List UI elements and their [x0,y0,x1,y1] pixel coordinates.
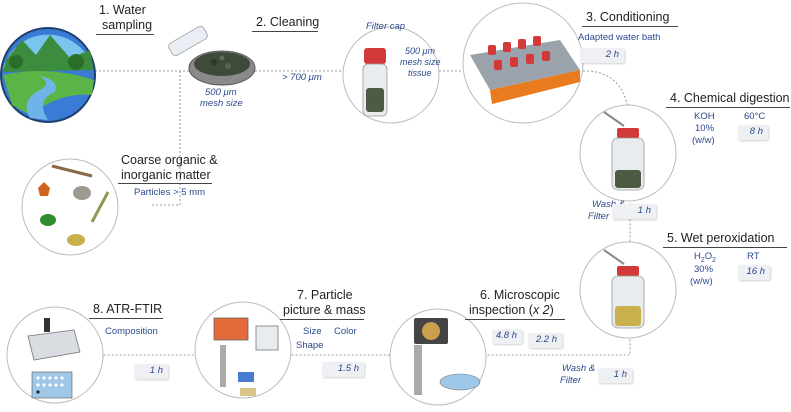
step7-underline [280,319,364,320]
step4-unit: (w/w) [692,135,715,146]
step2-size-note: > 700 μm [282,72,322,83]
step7-color-label: Color [334,326,357,337]
coarse-underline [118,183,212,184]
step4-underline [666,107,790,108]
step5-time-badge: 16 h [738,265,770,280]
step5-time: 16 h [746,266,766,277]
step3-title: 3. Conditioning [586,10,670,24]
filter-jar-illustration [342,26,440,124]
coarse-title-line2: inorganic matter [121,168,211,182]
step5-title: 5. Wet peroxidation [667,231,775,245]
filter-mesh-label: mesh size [400,57,441,67]
step3-subtitle: Adapted water bath [578,32,661,43]
water-bath-illustration [462,2,584,124]
step1-title-line1: 1. Water [99,3,146,17]
step8-time-badge: 1 h [134,364,168,379]
step8-title: 8. ATR-FTIR [93,302,163,316]
water-sampling-illustration [0,27,96,123]
step7-title-line1: 7. Particle [297,288,353,302]
step1-title-line2: sampling [102,18,153,32]
step8-underline [89,318,163,319]
wash2-label-line2: Filter [560,375,582,386]
step4-temperature: 60°C [744,111,766,122]
step3-underline [582,26,678,27]
step7-title-line2: picture & mass [283,303,366,317]
peroxidation-jar-illustration [579,241,677,339]
step5-reagent: H2O2 [694,251,717,264]
wash1-time: 1 h [637,205,651,216]
step6-underline [465,319,565,320]
step7-time-badge: 1.5 h [322,362,364,377]
sieve-illustration [168,26,256,86]
digestion-jar-illustration [579,104,677,202]
particle-imaging-illustration [194,301,292,399]
wash1-label-line2: Filter [588,211,610,222]
wash1-label-line1: Wash & [592,199,626,210]
step2-mesh-label: mesh size [200,98,243,109]
step6-time-a-badge: 4.8 h [492,329,522,344]
step5-unit: (w/w) [690,276,713,287]
step6-title-line2: inspection (x 2) [469,303,554,317]
coarse-matter-illustration [21,158,119,256]
step2-underline [252,31,318,32]
step4-reagent: KOH [694,111,715,122]
connector-path [60,70,631,356]
step3-time: 2 h [605,49,619,60]
step6-time-b-badge: 2.2 h [528,333,562,348]
step2-mesh-value: 500 μm [205,87,237,98]
step7-time: 1.5 h [337,363,359,374]
filter-cap-label: Filter cap [366,21,406,32]
step6-time-a: 4.8 h [495,330,517,341]
filter-tissue-label: tissue [408,68,432,78]
step8-time: 1 h [149,365,163,376]
step5-concentration: 30% [694,264,714,275]
step6-title-line1: 6. Microscopic [480,288,560,302]
step5-underline [663,247,787,248]
coarse-subtitle: Particles > 5 mm [134,187,206,198]
wash2-time-badge: 1 h [598,368,632,383]
wash2-label-line1: Wash & [562,363,596,374]
step4-concentration: 10% [695,123,715,134]
step6-time-b: 2.2 h [535,334,557,345]
step8-subtitle: Composition [105,326,158,337]
step4-time-badge: 8 h [738,125,768,140]
step7-shape-label: Shape [296,340,324,351]
step3-time-badge: 2 h [580,48,624,63]
coarse-title-line1: Coarse organic & [121,153,218,167]
step4-title: 4. Chemical digestion [670,91,790,105]
step7-size-label: Size [303,326,322,337]
wash1-time-badge: 1 h [612,204,656,219]
step5-temperature: RT [747,251,760,262]
filter-mesh-value: 500 μm [405,46,435,56]
step2-title: 2. Cleaning [256,15,320,29]
step1-underline [96,34,154,35]
ftir-illustration [6,306,104,404]
microscope-inspection-illustration [389,308,487,406]
wash2-time: 1 h [613,369,627,380]
step4-time: 8 h [749,126,763,137]
